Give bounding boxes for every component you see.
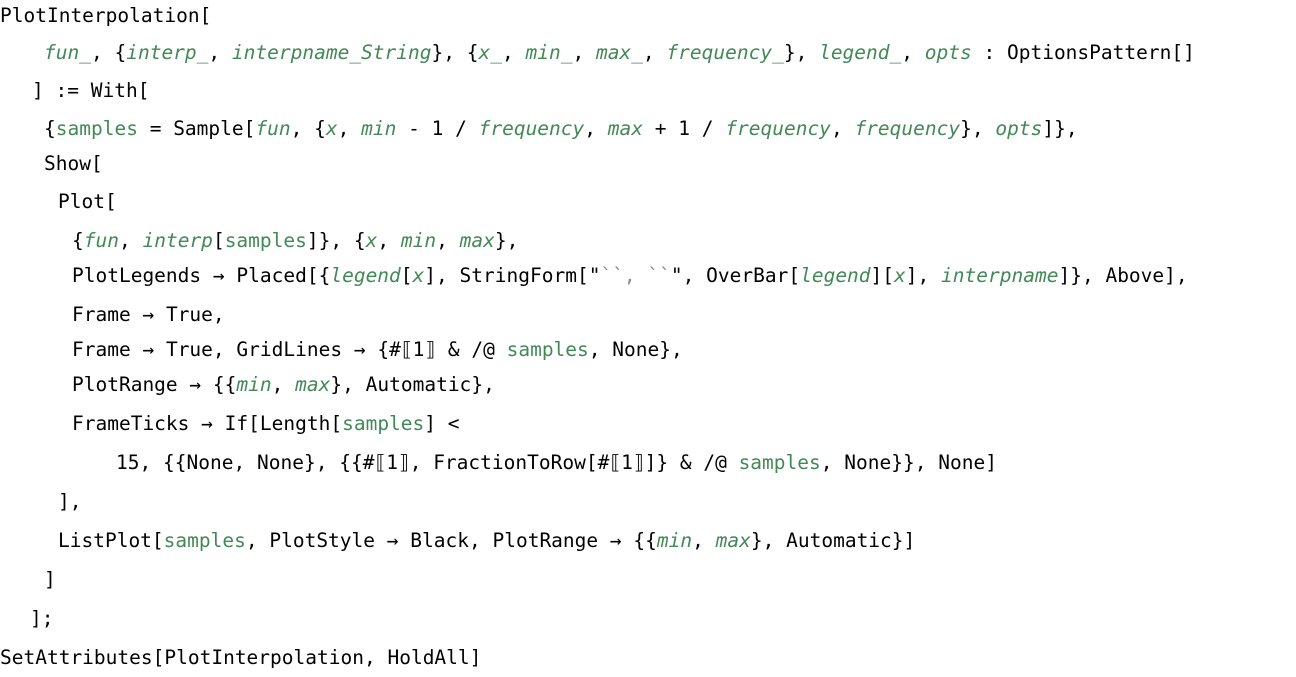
code-line[interactable]: fun_, {interp_, interpname_String}, {x_,… <box>44 41 1195 64</box>
code-line[interactable]: Frame → True, GridLines → {#⟦1⟧ & /@ sam… <box>72 338 683 361</box>
code-line[interactable]: {samples = Sample[fun, {x, min - 1 / fre… <box>44 117 1078 140</box>
code-line[interactable]: PlotLegends → Placed[{legend[x], StringF… <box>72 264 1188 287</box>
code-line[interactable]: ] := With[ <box>32 79 150 102</box>
code-line[interactable]: PlotRange → {{min, max}, Automatic}, <box>72 373 495 396</box>
code-line[interactable]: ] <box>44 568 56 591</box>
code-line[interactable]: {fun, interp[samples]}, {x, min, max}, <box>72 229 519 252</box>
code-line[interactable]: ListPlot[samples, PlotStyle → Black, Plo… <box>58 529 916 552</box>
code-line[interactable]: PlotInterpolation[ <box>0 4 212 27</box>
code-line[interactable]: ]; <box>30 607 54 630</box>
code-line[interactable]: 15, {{None, None}, {{#⟦1⟧, FractionToRow… <box>116 451 997 474</box>
code-line[interactable]: Plot[ <box>58 190 117 213</box>
code-line[interactable]: FrameTicks → If[Length[samples] < <box>72 412 460 435</box>
code-line[interactable]: ], <box>58 490 82 513</box>
code-line[interactable]: SetAttributes[PlotInterpolation, HoldAll… <box>0 646 482 669</box>
code-line[interactable]: Frame → True, <box>72 303 225 326</box>
code-line[interactable]: Show[ <box>44 152 103 175</box>
